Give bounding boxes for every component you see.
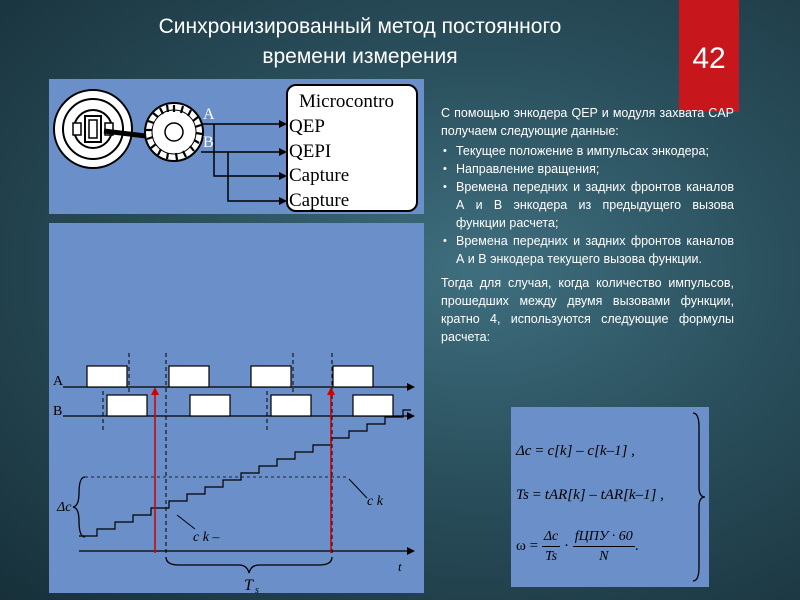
list-item: Времена передних и задних фронтов канало… — [441, 178, 734, 232]
ts-sub-label: s — [255, 585, 259, 593]
timing-diagram-panel: Δc c k c k – T s A B t — [49, 223, 424, 593]
position-staircase — [79, 409, 411, 537]
slide-title: Синхронизированный метод постоянного вре… — [60, 12, 660, 72]
ts-label: T — [244, 577, 254, 593]
formula3-lhs: ω — [516, 537, 526, 554]
microcontroller-title: Microcontro — [299, 91, 394, 112]
c-k-1-label: c k – — [193, 530, 220, 545]
formula3-num2: fЦПУ · 60 — [572, 527, 635, 547]
formula-brace — [692, 412, 706, 582]
formula2-rhs: tAR[k] – tAR[k–1] , — [544, 487, 664, 503]
formula1-rhs: c[k] – c[k–1] , — [547, 443, 635, 459]
channel-a-label: A — [203, 106, 215, 123]
port-capture-1: Capture — [289, 165, 349, 186]
list-item: Времена передних и задних фронтов канало… — [441, 232, 734, 268]
timing-diagram: Δc c k c k – T s A B t — [53, 353, 415, 593]
microcontroller-box — [286, 84, 418, 212]
formula-delta-c: Δc = c[k] – c[k–1] , — [516, 443, 635, 459]
encoder-diagram-panel: A B Microcontro QEP QEPI Capture Capture — [49, 79, 424, 214]
slide-title-line1: Синхронизированный метод постоянного — [158, 15, 562, 38]
port-capture-2: Capture — [289, 190, 349, 211]
formula3-den2: N — [599, 549, 609, 564]
delta-c-label: Δc — [56, 500, 72, 515]
signal-a-label: A — [53, 374, 64, 389]
formula3-num1: Δc — [541, 527, 561, 547]
formula3-den1: Ts — [545, 549, 558, 564]
formula-ts: Ts = tAR[k] – tAR[k–1] , — [516, 487, 664, 503]
c-k-label: c k — [367, 494, 384, 509]
port-qep: QEP — [289, 116, 325, 137]
list-item: Направление вращения; — [441, 160, 734, 178]
port-qepi: QEPI — [289, 141, 331, 162]
description-text: С помощью энкодера QEP и модуля захвата … — [441, 104, 734, 346]
slide-title-line2: времени измерения — [262, 45, 458, 68]
list-item: Текущее положение в импульсах энкодера; — [441, 142, 734, 160]
encoder-diagram: A B Microcontro QEP QEPI Capture Capture — [53, 84, 418, 212]
slide-number-badge: 42 — [679, 0, 739, 112]
channel-b-label: B — [203, 134, 214, 151]
condition-paragraph: Тогда для случая, когда количество импул… — [441, 276, 734, 344]
t-axis-label: t — [398, 559, 402, 574]
data-list: Текущее положение в импульсах энкодера; … — [441, 142, 734, 268]
formula2-lhs: Ts — [516, 487, 529, 503]
encoder-wheel-icon — [144, 102, 204, 162]
formula-panel: Δc = c[k] – c[k–1] , Ts = tAR[k] – tAR[k… — [511, 407, 709, 587]
intro-paragraph: С помощью энкодера QEP и модуля захвата … — [441, 106, 734, 138]
formula1-lhs: Δc — [516, 443, 532, 459]
signal-b-label: B — [53, 404, 62, 419]
